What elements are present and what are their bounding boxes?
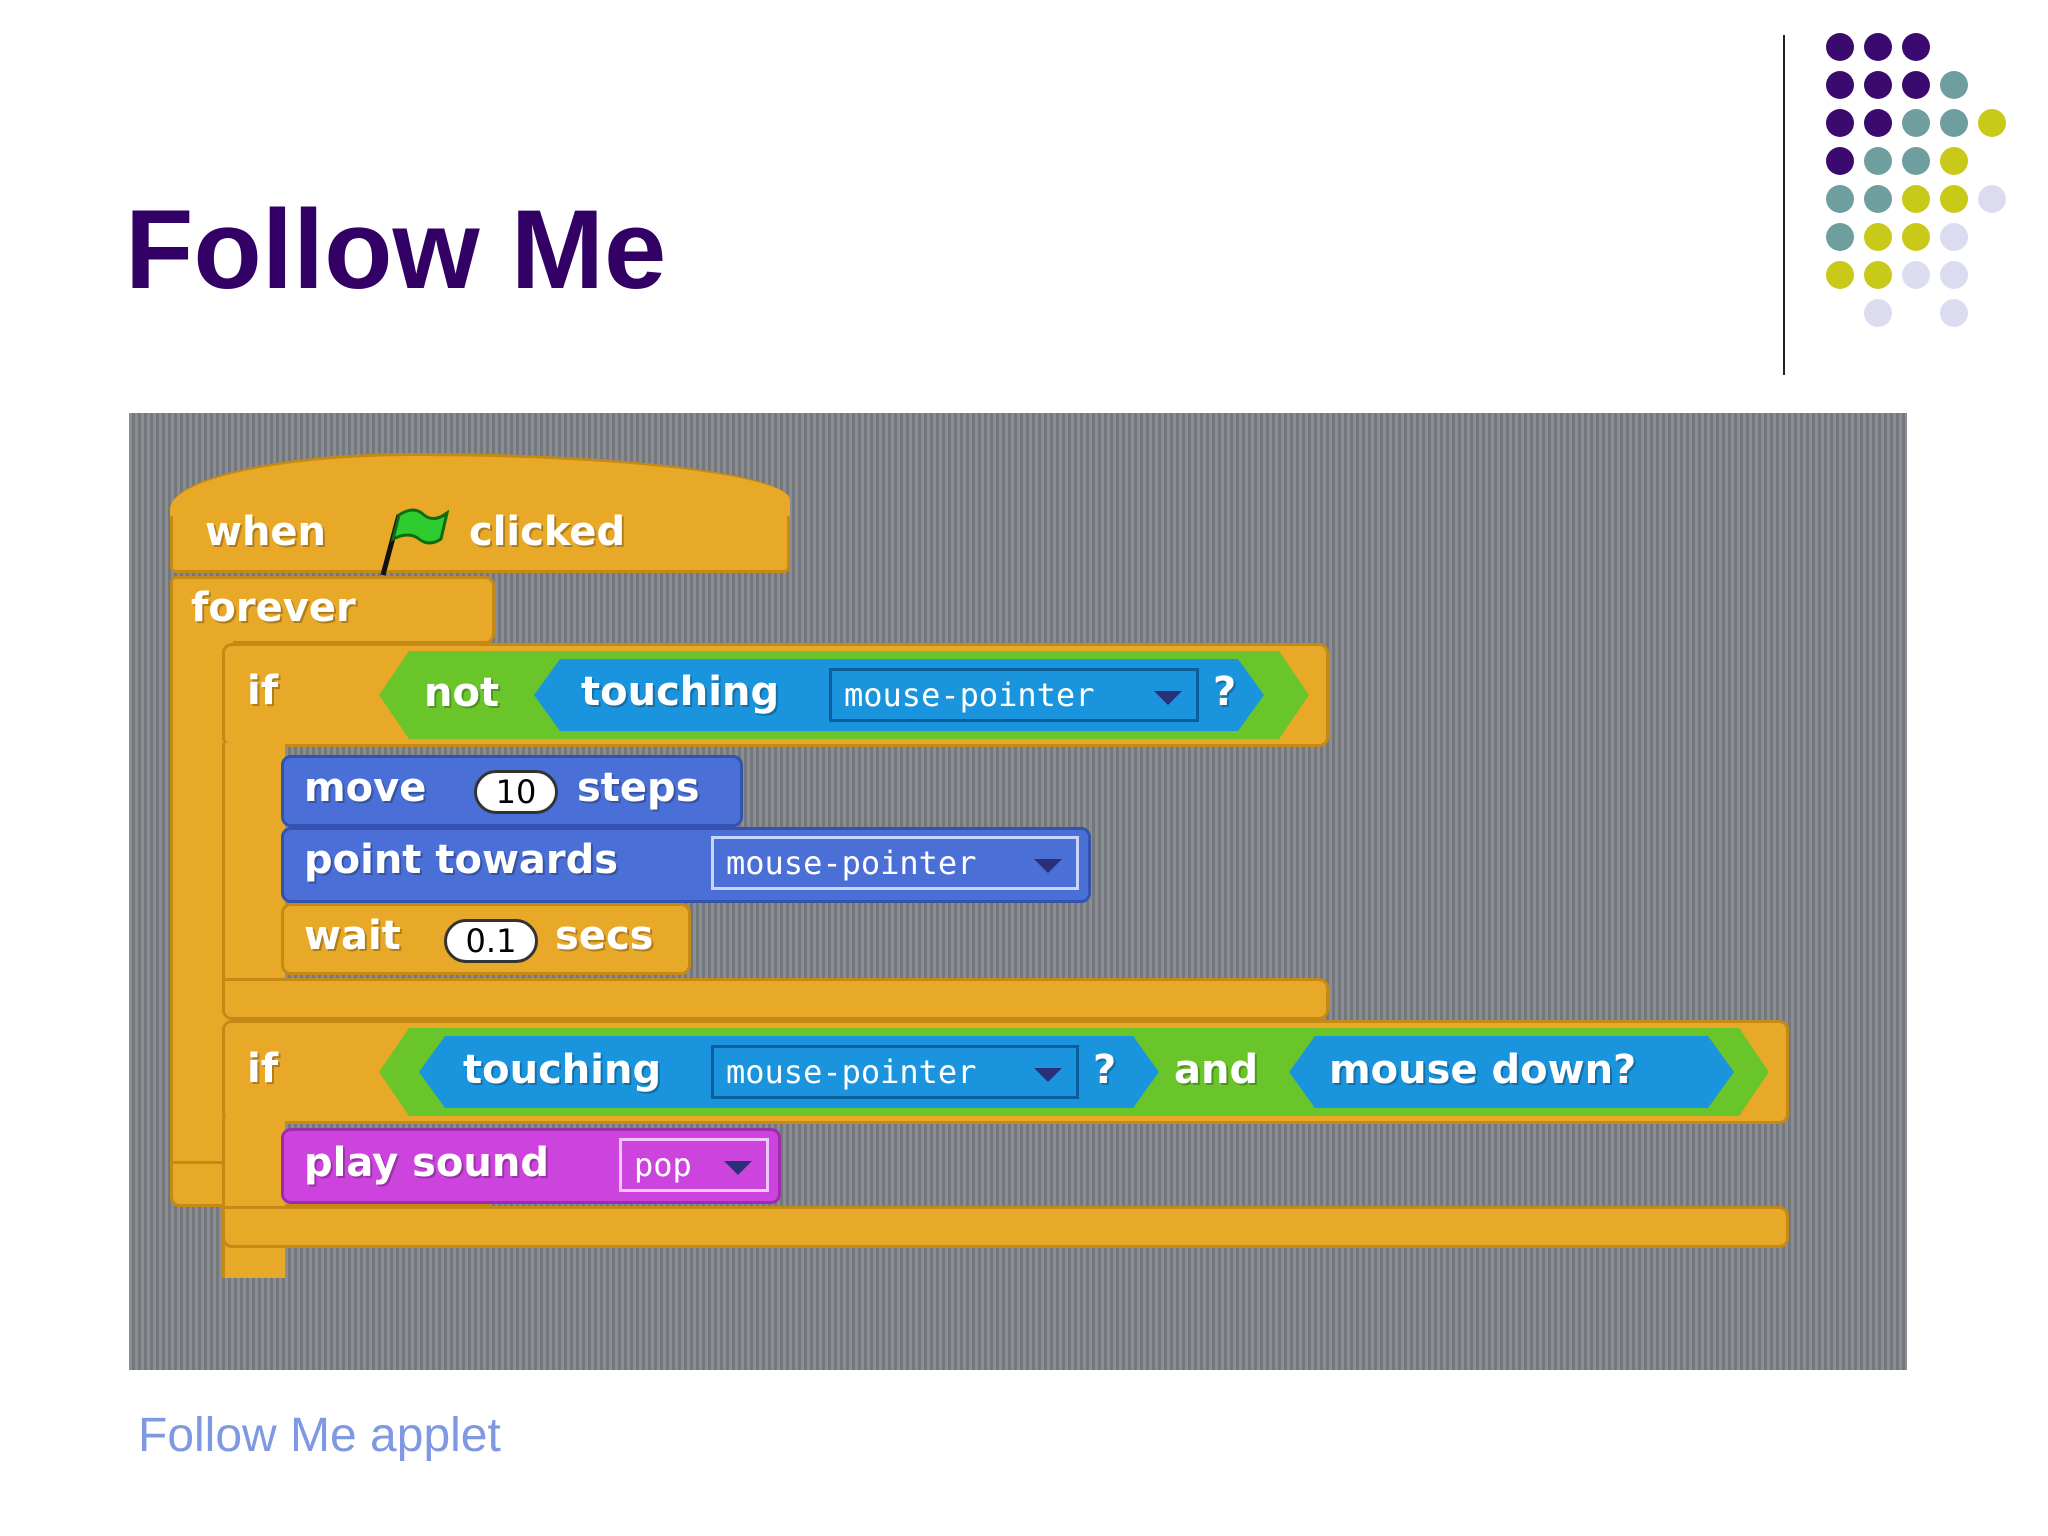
decorative-dot [1864, 71, 1892, 99]
mouse-down-sensor[interactable] [1289, 1036, 1734, 1108]
decorative-dot [1826, 109, 1854, 137]
chevron-down-icon [724, 1161, 752, 1175]
if1-bottom [222, 978, 1329, 1020]
touching-label-2: touching [463, 1047, 662, 1093]
if1-arm [222, 743, 285, 993]
play-sound-label: play sound [304, 1140, 549, 1186]
point-towards-dropdown[interactable]: mouse-pointer [711, 836, 1079, 890]
mouse-down-label: mouse down? [1329, 1047, 1637, 1093]
decorative-dot [1940, 109, 1968, 137]
move-steps-block[interactable] [281, 755, 743, 827]
touching-q-2: ? [1093, 1047, 1117, 1093]
decorative-dot [1826, 261, 1854, 289]
decorative-dot [1864, 109, 1892, 137]
if2-bottom [222, 1206, 1789, 1248]
and-label: and [1174, 1047, 1259, 1093]
decorative-dot [1940, 147, 1968, 175]
decorative-dot [1902, 33, 1930, 61]
play-sound-value: pop [634, 1146, 692, 1184]
move-steps-input[interactable]: 10 [474, 770, 558, 814]
decorative-dot [1864, 223, 1892, 251]
decorative-dot [1864, 185, 1892, 213]
decorative-dot [1940, 71, 1968, 99]
hat-when-label: when [205, 509, 327, 555]
chevron-down-icon [1034, 1068, 1062, 1082]
decorative-dot [1826, 147, 1854, 175]
decorative-dot [1864, 299, 1892, 327]
move-label: move [304, 765, 427, 811]
hat-clicked-label: clicked [469, 509, 626, 555]
wait-label: wait [304, 913, 401, 959]
slide-caption: Follow Me applet [138, 1409, 501, 1462]
decorative-dot [1902, 71, 1930, 99]
touching-target-value-2: mouse-pointer [726, 1053, 977, 1091]
touching-target-dropdown-1[interactable]: mouse-pointer [829, 668, 1199, 722]
decorative-dot [1940, 299, 1968, 327]
decorative-dot [1864, 33, 1892, 61]
forever-block[interactable] [170, 576, 495, 644]
decorative-dot [1826, 223, 1854, 251]
decorative-dot [1902, 109, 1930, 137]
chevron-down-icon [1154, 691, 1182, 705]
forever-label: forever [191, 585, 356, 631]
decorative-dot [1902, 261, 1930, 289]
chevron-down-icon [1034, 859, 1062, 873]
divider-line [1783, 35, 1785, 375]
decorative-dot [1864, 261, 1892, 289]
scratch-script-canvas: when clicked forever if not touching mou… [129, 413, 1907, 1370]
decorative-dot [1978, 109, 2006, 137]
not-label: not [424, 670, 500, 716]
decorative-dot [1940, 223, 1968, 251]
touching-target-dropdown-2[interactable]: mouse-pointer [711, 1045, 1079, 1099]
move-unit-label: steps [577, 765, 700, 811]
touching-q-1: ? [1213, 669, 1237, 715]
play-sound-dropdown[interactable]: pop [619, 1138, 769, 1192]
decorative-dot [1826, 185, 1854, 213]
if1-label: if [247, 668, 279, 714]
hat-curve [170, 453, 790, 516]
decorative-dot [1978, 185, 2006, 213]
decorative-dot [1902, 223, 1930, 251]
green-flag-icon[interactable] [369, 501, 450, 581]
point-towards-target-value: mouse-pointer [726, 844, 977, 882]
decorative-dot [1902, 147, 1930, 175]
touching-label-1: touching [581, 669, 780, 715]
decorative-dot [1826, 71, 1854, 99]
decorative-dot [1940, 185, 1968, 213]
if2-label: if [247, 1046, 279, 1092]
wait-secs-input[interactable]: 0.1 [444, 919, 538, 963]
decorative-dot [1940, 261, 1968, 289]
if2-arm [222, 1118, 285, 1278]
decorative-dot [1864, 147, 1892, 175]
decorative-dot [1902, 185, 1930, 213]
wait-unit-label: secs [555, 913, 654, 959]
touching-target-value-1: mouse-pointer [844, 676, 1095, 714]
point-towards-label: point towards [304, 837, 619, 883]
slide-title: Follow Me [125, 187, 667, 312]
decorative-dot [1826, 33, 1854, 61]
